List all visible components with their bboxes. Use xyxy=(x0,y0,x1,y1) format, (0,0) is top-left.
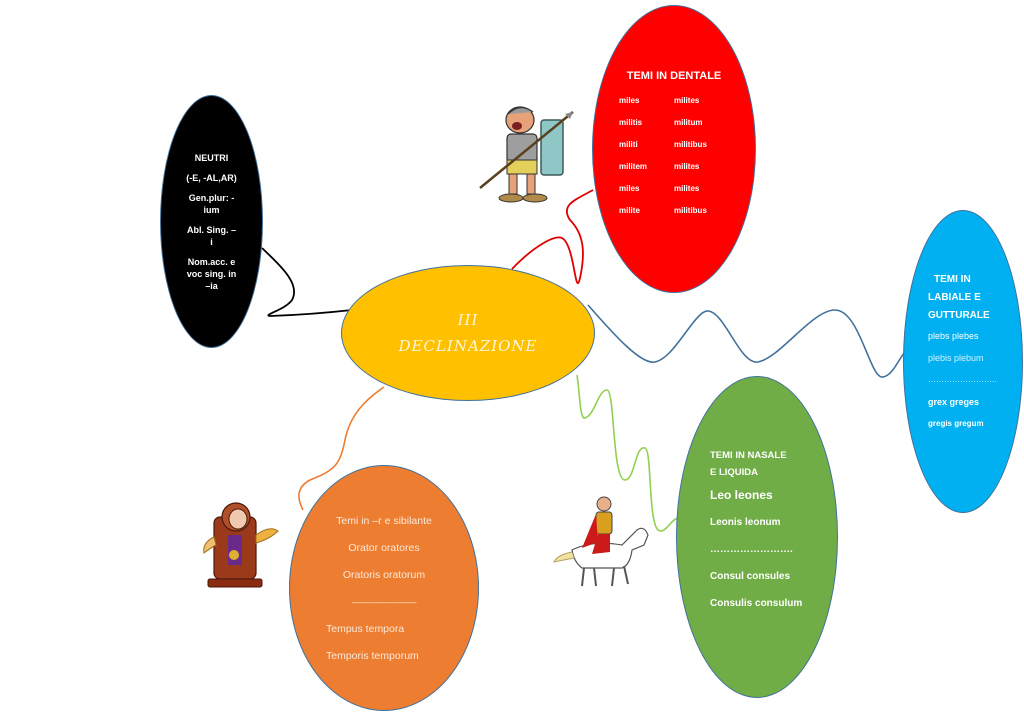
dentale-title: TEMI IN DENTALE xyxy=(626,70,722,82)
plural-form: milites xyxy=(674,184,700,193)
node-temi-in-nasale-e-liquida: TEMI IN NASALE E LIQUIDA Leo leones Leon… xyxy=(676,376,838,698)
neutri-nom-acc: Nom.acc. e xyxy=(187,256,236,267)
neuter-example-gen: Temporis temporum xyxy=(326,650,419,662)
labiale-title-line-2: LABIALE E xyxy=(928,292,981,303)
center-title-line-2: DECLINAZIONE xyxy=(398,337,538,355)
node-neutri: NEUTRI (-E, -AL,AR) Gen.plur: - ium Abl.… xyxy=(160,95,263,348)
connector-nasale xyxy=(576,374,679,532)
neutri-voc-ending: –ia xyxy=(205,280,218,291)
plural-form: milites xyxy=(674,96,700,105)
declension-row: militis militum xyxy=(619,118,729,140)
nasale-separator: ……………………. xyxy=(710,544,793,555)
singular-form: militem xyxy=(619,162,648,171)
neutri-abl-sing-ending: i xyxy=(210,236,213,247)
connector-dentale xyxy=(511,189,594,284)
node-temi-in-dentale: TEMI IN DENTALE miles milites militis mi… xyxy=(592,5,756,293)
center-title-line-1: III xyxy=(457,311,479,329)
sibilante-example-nom: Orator oratores xyxy=(348,542,420,554)
singular-form: milite xyxy=(619,206,640,215)
labiale-example-gen: plebis plebum xyxy=(928,353,984,363)
declension-row: miles milites xyxy=(619,184,729,206)
nasale-title-line-2: E LIQUIDA xyxy=(710,467,759,478)
node-temi-in-r-e-sibilante: Temi in –r e sibilante Orator oratores O… xyxy=(289,465,479,711)
liquida-example-nom: Consul consules xyxy=(710,571,791,582)
plural-form: militum xyxy=(674,118,703,127)
declension-row: milite militibus xyxy=(619,206,729,228)
connector-neutri xyxy=(261,247,353,317)
roman-soldier-illustration xyxy=(475,100,585,210)
gutturale-example-gen: gregis gregum xyxy=(928,419,984,428)
sibilante-title: Temi in –r e sibilante xyxy=(336,515,432,527)
connector-labiale xyxy=(587,304,906,378)
neutri-gen-plur-ending: ium xyxy=(203,204,220,215)
nasale-example-nom: Leo leones xyxy=(710,488,773,502)
rider-on-horse-illustration xyxy=(552,490,662,590)
nasale-title-line-1: TEMI IN NASALE xyxy=(710,450,787,461)
declension-row: militi militibus xyxy=(619,140,729,162)
labiale-title-line-1: TEMI IN xyxy=(934,274,971,285)
declension-row: miles milites xyxy=(619,96,729,118)
neutri-voc-sing: voc sing. in xyxy=(186,268,237,279)
labiale-example-nom: plebs plebes xyxy=(928,331,979,341)
central-node-iii-declinazione: III DECLINAZIONE xyxy=(341,265,595,401)
declension-row: militem milites xyxy=(619,162,729,184)
singular-form: militis xyxy=(619,118,643,127)
clock-character-illustration xyxy=(200,495,285,595)
connector-sibilante xyxy=(298,386,385,511)
neutri-title: NEUTRI xyxy=(194,152,229,163)
plural-form: militibus xyxy=(674,140,707,149)
neutri-gen-plur: Gen.plur: - xyxy=(188,192,235,203)
plural-form: militibus xyxy=(674,206,707,215)
nasale-example-gen: Leonis leonum xyxy=(710,517,781,528)
sibilante-example-gen: Oratoris oratorum xyxy=(342,569,426,581)
gutturale-example-nom: grex greges xyxy=(928,397,980,407)
neuter-example-nom: Tempus tempora xyxy=(326,623,405,635)
singular-form: miles xyxy=(619,184,640,193)
labiale-separator: …………………….. xyxy=(928,375,997,384)
liquida-example-gen: Consulis consulum xyxy=(710,598,803,609)
labiale-title-line-3: GUTTURALE xyxy=(928,310,990,321)
plural-form: milites xyxy=(674,162,700,171)
sibilante-separator: ------------------------------ xyxy=(351,598,417,607)
neutri-abl-sing: Abl. Sing. – xyxy=(186,224,236,235)
node-temi-in-labiale-e-gutturale: TEMI IN LABIALE E GUTTURALE plebs plebes… xyxy=(903,210,1023,513)
neutri-endings: (-E, -AL,AR) xyxy=(186,172,237,183)
singular-form: militi xyxy=(619,140,638,149)
singular-form: miles xyxy=(619,96,640,105)
